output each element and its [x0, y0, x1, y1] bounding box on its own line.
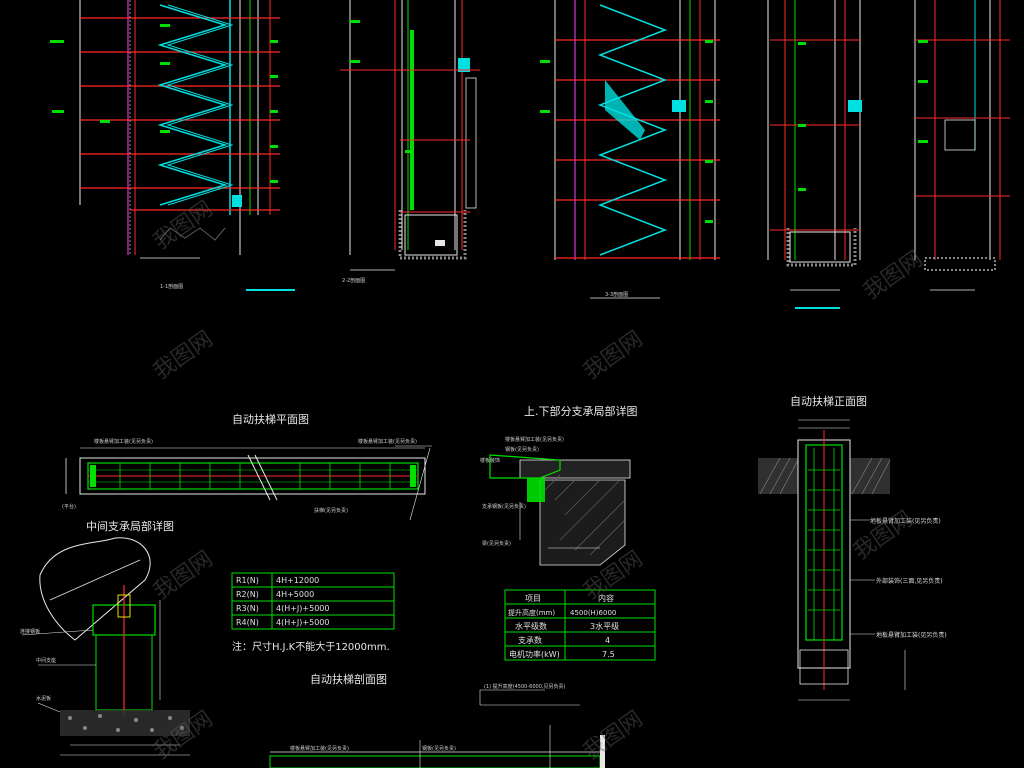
table-left-r2-value: 4H+5000 — [276, 590, 314, 599]
svg-text:楼板悬臂加工装(见另负责): 楼板悬臂加工装(见另负责) — [505, 436, 564, 443]
svg-text:楼板悬臂加工装(见另负责): 楼板悬臂加工装(见另负责) — [94, 438, 153, 445]
svg-text:水泥板: 水泥板 — [36, 695, 51, 702]
watermark-3: 我图网 — [149, 327, 217, 385]
table-right-header-content: 内容 — [598, 593, 614, 603]
table-left-r1-value: 4H+12000 — [276, 576, 319, 585]
reaction-table: R1(N) 4H+12000 R2(N) 4H+5000 R3(N) 4(H+J… — [231, 572, 395, 630]
svg-text:(平台): (平台) — [62, 503, 76, 510]
svg-text:2-2剖面图: 2-2剖面图 — [342, 277, 365, 284]
table-right-r4-value: 7.5 — [602, 650, 615, 659]
table-right-r1-label: 提升高度(mm) — [508, 608, 555, 617]
escalator-plan-view: 自动扶梯平面图 楼板悬臂加工装(见另负责) 楼板悬臂加工装(见另负责) 扶梯(见… — [62, 412, 432, 521]
table-right-r3-value: 4 — [605, 636, 610, 645]
table-right-header-item: 项目 — [525, 594, 541, 603]
title-middle-support-detail: 中间支承局部详图 — [86, 519, 174, 533]
svg-text:楼板悬臂加工装(见另负责): 楼板悬臂加工装(见另负责) — [358, 438, 417, 445]
svg-text:地板悬臂加工装(见另负责): 地板悬臂加工装(见另负责) — [876, 631, 947, 639]
table-left-r4-label: R4(N) — [236, 618, 259, 627]
table-right-r1-value: 4500(H)6000 — [570, 609, 616, 617]
svg-text:连接钢板: 连接钢板 — [20, 628, 40, 635]
watermark-7: 我图网 — [849, 507, 917, 565]
table-left-r3-value: 4(H+J)+5000 — [276, 604, 329, 613]
svg-text:钢板(见另负责): 钢板(见另负责) — [422, 745, 456, 752]
svg-text:1-1剖面图: 1-1剖面图 — [160, 283, 183, 290]
stair-section-1: 1-1剖面图 — [50, 0, 295, 291]
svg-text:扶梯(见另负责): 扶梯(见另负责) — [314, 507, 348, 514]
svg-text:3-3剖面图: 3-3剖面图 — [605, 291, 628, 298]
svg-text:支承钢板(见另负责): 支承钢板(见另负责) — [482, 503, 526, 510]
title-support-detail-updown: 上.下部分支承局部详图 — [524, 404, 638, 418]
svg-text:钢板(见另负责): 钢板(见另负责) — [505, 446, 539, 453]
table-right-r2-value: 3水平级 — [590, 621, 619, 631]
title-escalator-plan: 自动扶梯平面图 — [232, 412, 309, 426]
table-left-r4-value: 4(H+J)+5000 — [276, 618, 329, 627]
table-left-r1-label: R1(N) — [236, 576, 259, 585]
table-left-r3-label: R3(N) — [236, 604, 259, 613]
escalator-front-view: 自动扶梯正面图 — [758, 394, 947, 701]
table-right-r2-label: 水平级数 — [515, 621, 547, 631]
svg-text:楼板装饰: 楼板装饰 — [480, 457, 500, 464]
stair-section-2: 3-3剖面图 — [540, 0, 720, 299]
svg-text:楼板悬臂加工装(见另负责): 楼板悬臂加工装(见另负责) — [290, 745, 349, 752]
svg-text:中间支座: 中间支座 — [36, 657, 56, 664]
watermark-1: 我图网 — [149, 197, 217, 255]
middle-support-detail: 中间支承局部详图 连接钢板 中间支座 水泥板 — [20, 519, 190, 756]
support-detail-updown: 上.下部分支承局部详图 楼板悬臂加工装(见另负责) 钢板(见另负责) 楼板装饰 … — [480, 404, 638, 566]
elevator-shaft-section-2 — [767, 0, 862, 309]
title-escalator-section: 自动扶梯剖面图 — [310, 672, 387, 686]
watermark-2: 我图网 — [579, 327, 647, 385]
elevator-shaft-section-1: 2-2剖面图 — [340, 0, 480, 284]
svg-text:地板悬臂加工装(见另负责): 地板悬臂加工装(见另负责) — [870, 517, 941, 525]
spec-table: 项目 内容 提升高度(mm) 4500(H)6000 水平级数 3水平级 支承数… — [504, 589, 656, 661]
table-left-r2-label: R2(N) — [236, 590, 259, 599]
svg-text:(1) 提升高度(4500-6000,见另负责): (1) 提升高度(4500-6000,见另负责) — [484, 683, 565, 690]
escalator-section-view: 自动扶梯剖面图 (1) 提升高度(4500-6000,见另负责) 楼板悬臂加工装… — [269, 672, 605, 768]
table-right-r3-label: 支承数 — [518, 635, 542, 645]
title-escalator-front: 自动扶梯正面图 — [790, 394, 867, 408]
elevator-shaft-section-3 — [914, 0, 1010, 291]
table-right-r4-label: 电机功率(kW) — [509, 649, 560, 659]
watermark-4: 我图网 — [859, 247, 927, 305]
note-dimension: 注：尺寸H.J.K不能大于12000mm. — [232, 640, 390, 653]
watermark-5: 我图网 — [149, 547, 217, 605]
svg-text:梁(见另负责): 梁(见另负责) — [482, 540, 511, 547]
watermark-9: 我图网 — [579, 707, 647, 765]
svg-text:外部装饰(三面,见另负责): 外部装饰(三面,见另负责) — [876, 577, 943, 585]
